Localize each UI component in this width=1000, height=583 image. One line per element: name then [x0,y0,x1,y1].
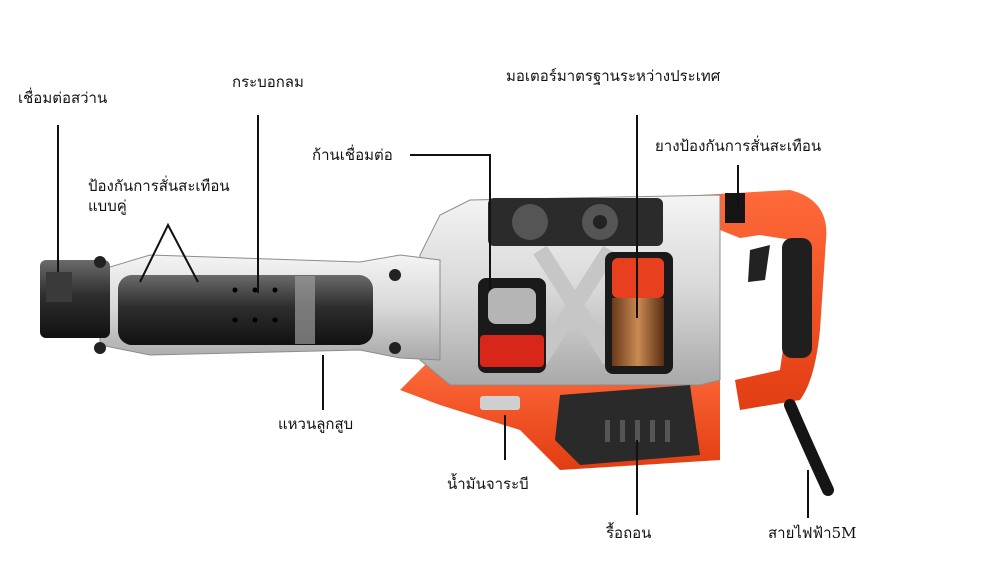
grease-cap [480,396,520,410]
trigger [748,245,770,282]
label-power-cord: สายไฟฟ้า5M [768,524,857,542]
label-double-damping-line2: แบบคู่ [88,197,127,216]
label-piston-ring: แหวนลูกสูบ [278,415,354,433]
x-emboss [533,245,617,365]
label-double-damping-line1: ป้องกันการสั่นสะเทือน [88,177,230,195]
label-anti-vibration-rubber: ยางป้องกันการสั่นสะเทือน [655,137,822,155]
label-double-damping: ป้องกันการสั่นสะเทือน แบบคู่ [88,176,230,217]
label-chuck: เชื่อมต่อสว่าน [18,89,108,107]
motor-base [555,385,700,465]
label-grease: น้ำมันจาระบี [447,475,529,493]
leader-damping [139,222,199,283]
label-handle: รื้อถอน [606,524,652,542]
label-connecting-rod: ก้านเชื่อมต่อ [312,146,393,164]
handle-grip [782,238,812,358]
label-cylinder: กระบอกลม [232,73,304,91]
label-motor: มอเตอร์มาตรฐานระหว่างประเทศ [506,67,721,85]
leader-rod [410,154,491,290]
power-cord [784,399,834,496]
rubber-band [725,193,745,223]
